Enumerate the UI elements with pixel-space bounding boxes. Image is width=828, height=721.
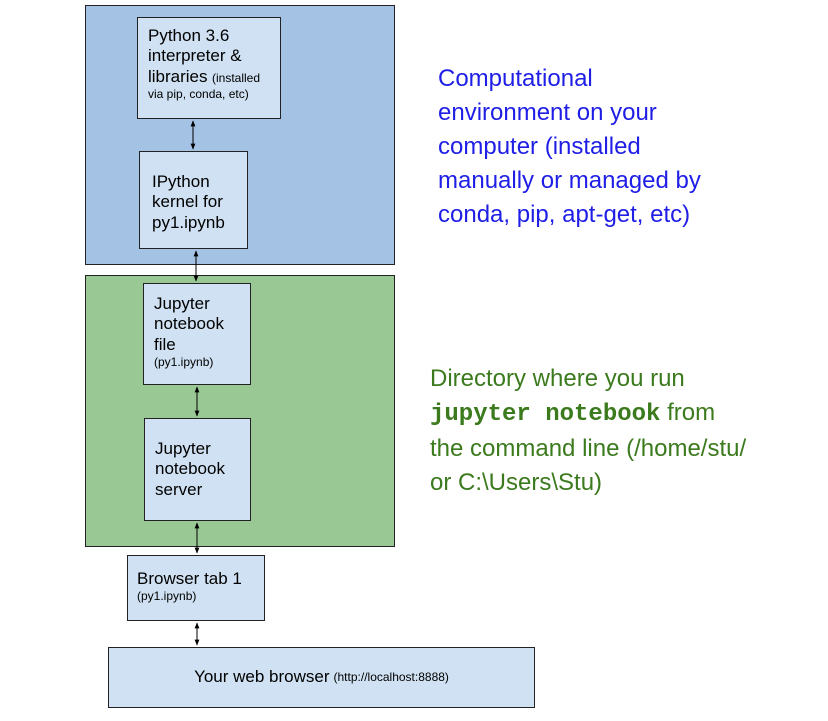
web-browser-label: Your web browser: [194, 667, 330, 687]
directory-annotation-line-3: the command line (/home/stu/: [430, 435, 747, 462]
directory-annotation-line-4: or C:\Users\Stu): [430, 469, 603, 496]
directory-annotation-line-2-rest: from: [660, 399, 716, 426]
python-line-1: Python 3.6: [148, 26, 230, 45]
notebook-file-box: Jupyter notebook file (py1.ipynb): [143, 283, 251, 385]
web-browser-note: (http://localhost:8888): [333, 670, 449, 685]
notebook-file-line-1: Jupyter: [154, 294, 210, 313]
ipython-line-1: IPython: [152, 172, 210, 191]
notebook-server-line-3: server: [155, 479, 203, 499]
ipython-kernel-box: IPython kernel for py1.ipynb: [139, 151, 248, 249]
web-browser-box: Your web browser (http://localhost:8888): [108, 647, 535, 708]
environment-annotation-line-5: conda, pip, apt-get, etc): [438, 201, 691, 228]
notebook-file-note: (py1.ipynb): [154, 355, 214, 370]
directory-annotation-line-1: Directory where you run: [430, 365, 685, 392]
directory-annotation: Directory where you run jupyter notebook…: [430, 362, 746, 500]
notebook-server-line-1: Jupyter: [155, 439, 211, 458]
environment-annotation-line-4: manually or managed by: [438, 167, 701, 194]
browser-tab-box: Browser tab 1 (py1.ipynb): [127, 555, 265, 621]
notebook-file-line-3: file: [154, 334, 176, 354]
notebook-server-box: Jupyter notebook server: [144, 418, 251, 521]
ipython-line-3: py1.ipynb: [152, 212, 225, 232]
python-interpreter-box: Python 3.6 interpreter & libraries (inst…: [137, 17, 281, 119]
environment-annotation: Computational environment on your comput…: [438, 62, 701, 232]
notebook-server-line-2: notebook: [155, 459, 225, 479]
ipython-line-2: kernel for: [152, 192, 223, 212]
environment-annotation-line-1: Computational: [438, 65, 593, 92]
environment-annotation-line-3: computer (installed: [438, 133, 641, 160]
python-note-a: (installed: [211, 70, 261, 85]
notebook-file-line-2: notebook: [154, 314, 224, 334]
browser-tab-line-1: Browser tab 1: [137, 569, 242, 588]
python-line-2: interpreter &: [148, 46, 242, 66]
python-line-3: libraries: [148, 66, 208, 86]
python-note-b: via pip, conda, etc): [148, 87, 249, 102]
browser-tab-note: (py1.ipynb): [137, 589, 197, 604]
environment-annotation-line-2: environment on your: [438, 99, 657, 126]
jupyter-notebook-command: jupyter notebook: [430, 401, 661, 428]
